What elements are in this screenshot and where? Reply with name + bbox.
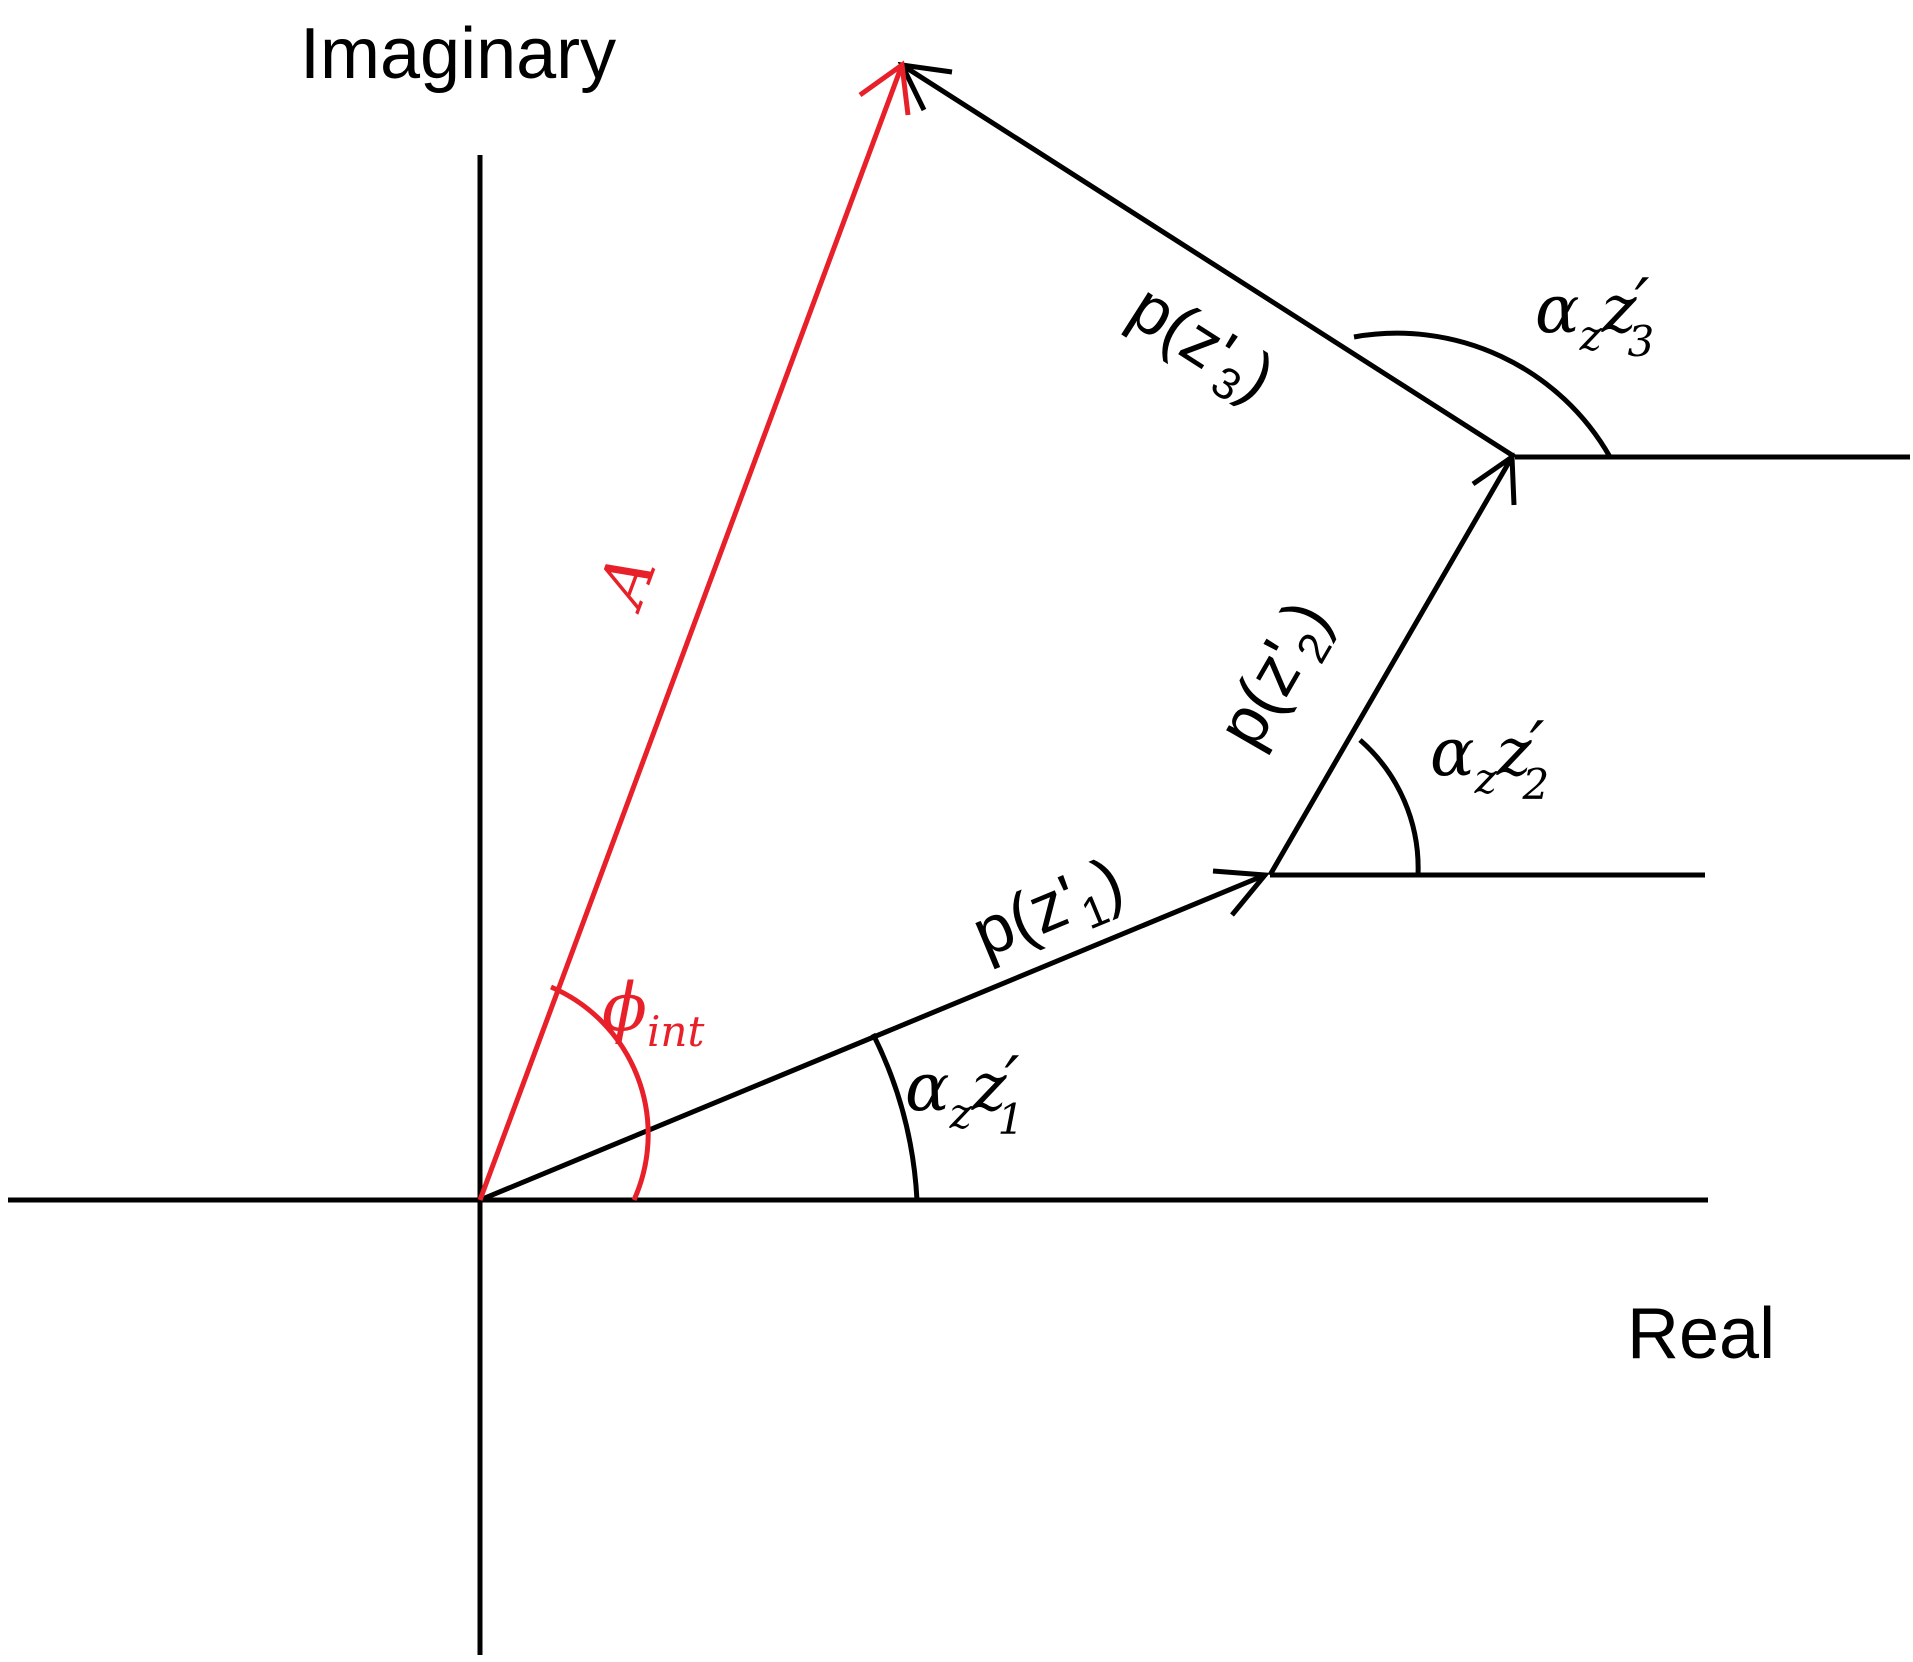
phasor-p2	[1267, 455, 1515, 877]
angle-arc-phi	[550, 984, 651, 1202]
angle-label-1: αzz′1	[905, 1043, 1024, 1144]
imaginary-axis-label: Imaginary	[300, 14, 616, 94]
resultant-vector-a	[477, 64, 905, 1201]
angle-arc-3	[1353, 330, 1613, 459]
angle-label-phi: ϕint	[602, 969, 704, 1056]
phasor-p2-label: p(z'2)	[1202, 588, 1353, 764]
angle-label-3: αzz′3	[1535, 265, 1654, 366]
resultant-label: A	[581, 544, 672, 621]
phasor-p1-label: p(z'1)	[962, 842, 1137, 980]
resultant-arrowhead	[858, 60, 911, 116]
phasor-p1-arrowhead	[1212, 868, 1270, 917]
real-axis-label: Real	[1627, 1294, 1775, 1374]
phasor-p3-label: p(z'3)	[1112, 269, 1288, 424]
phasor-p3	[900, 62, 1517, 460]
angle-arc-2	[1358, 738, 1421, 876]
angle-label-2: αzz′2	[1430, 708, 1549, 809]
angle-arc-1	[870, 1032, 920, 1201]
